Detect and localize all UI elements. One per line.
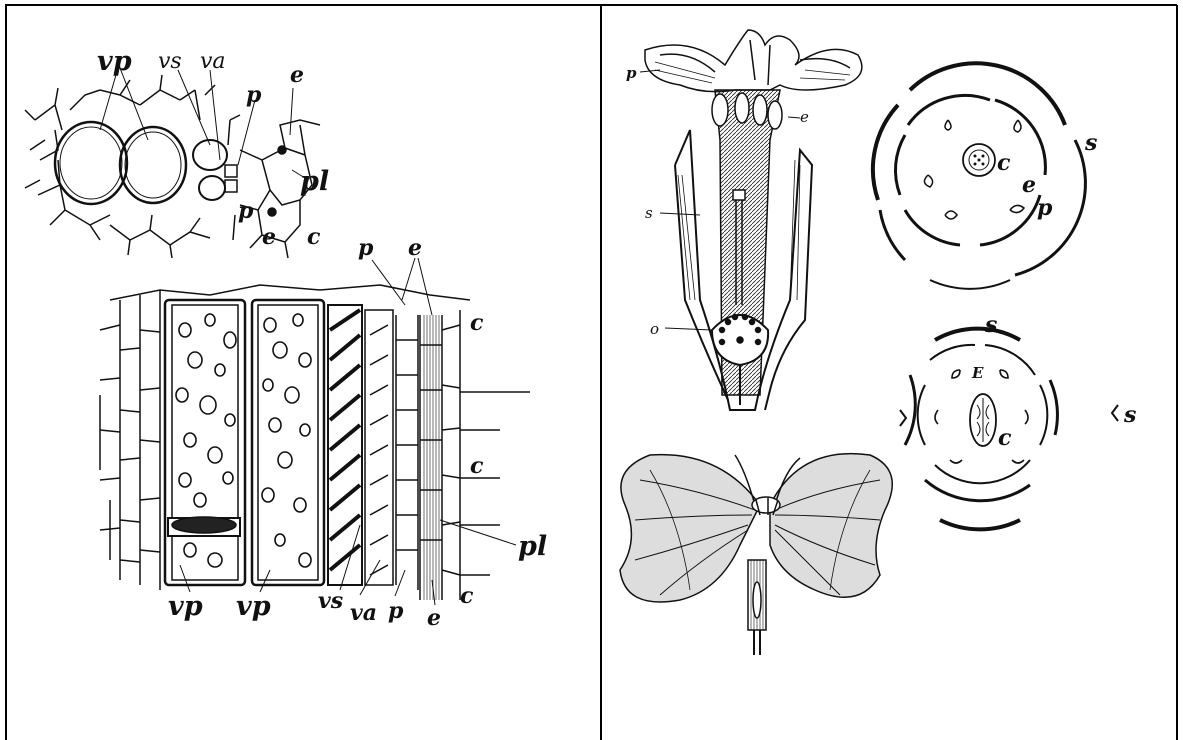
cross-section-labels: vp vs va p e pl p e c	[97, 46, 329, 250]
flower-section-figure	[645, 30, 862, 410]
longitudinal-section-figure	[100, 285, 530, 600]
label-vp-long-2: vp	[236, 591, 271, 622]
label-stamen-top: e	[1022, 172, 1036, 198]
label-sepal: s	[645, 204, 653, 222]
label-vp: vp	[97, 46, 132, 77]
label-c-long-3: c	[460, 583, 474, 609]
label-vs-long: vs	[318, 588, 343, 614]
left-panel: vp vs va p e pl p e c	[25, 46, 547, 631]
label-e-long: e	[408, 235, 422, 261]
label-vp-long-1: vp	[168, 591, 203, 622]
label-c: c	[307, 224, 321, 250]
label-petal: p	[626, 64, 637, 82]
label-carpel-bottom: c	[998, 425, 1012, 451]
label-va-long: va	[350, 600, 377, 626]
label-sepal-top: s	[1084, 130, 1097, 156]
label-e-2: e	[262, 224, 276, 250]
label-vs: vs	[158, 49, 182, 74]
label-stamen-bottom: E	[971, 364, 984, 382]
label-p: p	[246, 82, 262, 108]
label-p-long: p	[358, 235, 374, 261]
label-ovary: o	[650, 320, 659, 338]
label-p-2: p	[238, 198, 254, 224]
long-vessel-2	[252, 300, 324, 585]
longitudinal-section-labels: p e c c pl c vp vp vs va p e	[168, 235, 547, 631]
label-c-long-2: c	[470, 453, 484, 479]
open-flower-figure	[620, 454, 892, 655]
vessel-large-1	[55, 122, 127, 204]
label-e-long-2: e	[427, 605, 441, 631]
floral-diagram-top	[873, 63, 1085, 289]
label-va: va	[200, 49, 226, 74]
vessel-large-2	[120, 127, 186, 203]
label-stamen: e	[800, 108, 809, 126]
plate-frame	[5, 5, 1177, 740]
annular-vessel	[365, 310, 393, 585]
label-p-long-2: p	[388, 598, 404, 624]
right-panel: p e s o	[620, 30, 1136, 655]
label-pl-long: pl	[518, 531, 547, 562]
label-e: e	[290, 62, 304, 88]
label-petal-top: p	[1037, 195, 1053, 221]
label-carpel-top: c	[997, 150, 1011, 176]
label-sepal-bottom-top: s	[984, 312, 997, 338]
label-pl: pl	[300, 166, 329, 197]
label-sepal-bottom-right: s	[1123, 402, 1136, 428]
label-c-long-1: c	[470, 310, 484, 336]
